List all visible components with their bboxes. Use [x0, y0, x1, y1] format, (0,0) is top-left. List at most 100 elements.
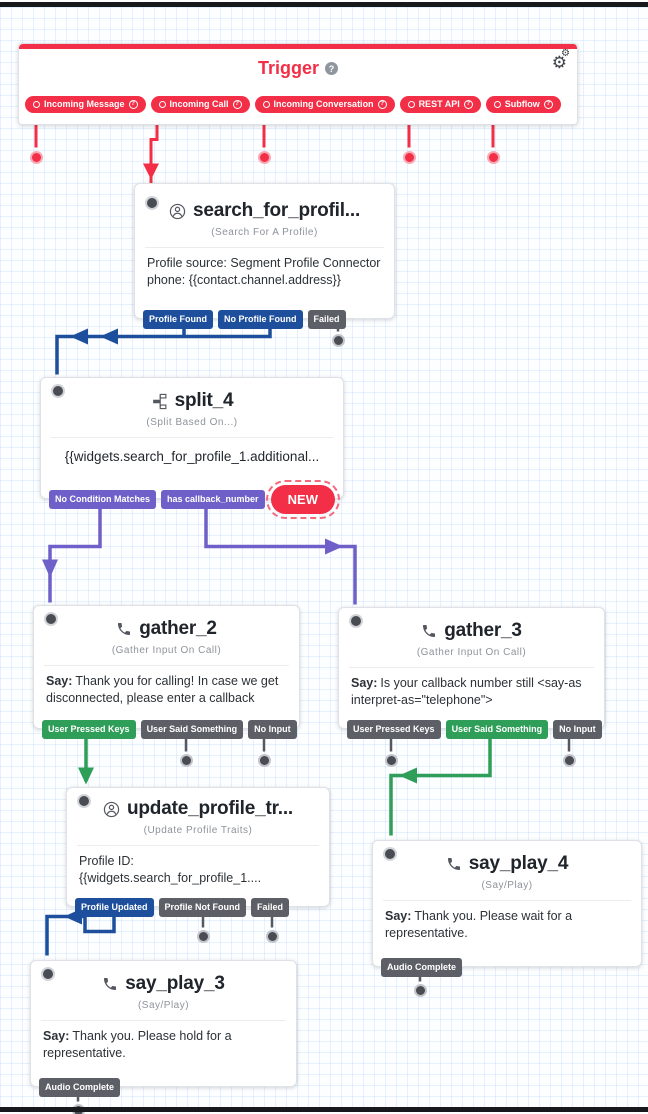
transition-no-condition-matches[interactable]: No Condition Matches — [49, 490, 156, 509]
trigger-pill-incoming-message[interactable]: Incoming Message? — [25, 96, 146, 113]
widget-type: (Search For A Profile) — [211, 227, 318, 238]
trigger-pill-subflow[interactable]: Subflow? — [485, 96, 561, 113]
port-update-not-found[interactable] — [197, 930, 210, 943]
port-rest-api[interactable] — [403, 151, 416, 164]
port-gather2-no-input[interactable] — [258, 754, 271, 767]
widget-say-play-4[interactable]: say_play_4 (Say/Play) Say:Thank you. Ple… — [372, 840, 642, 977]
widget-title: say_play_3 — [125, 973, 225, 994]
input-port[interactable] — [77, 794, 91, 808]
arrowhead-split-gather2 — [42, 559, 58, 578]
widget-say-play-3[interactable]: say_play_3 (Say/Play) Say:Thank you. Ple… — [30, 960, 297, 1097]
transition-profile-updated[interactable]: Profile Updated — [75, 898, 154, 917]
transition-profile-not-found[interactable]: Profile Not Found — [158, 898, 247, 917]
input-port[interactable] — [41, 967, 55, 981]
help-icon[interactable]: ? — [232, 100, 242, 109]
divider — [383, 900, 631, 901]
help-icon[interactable]: ? — [463, 100, 473, 109]
input-port[interactable] — [44, 612, 58, 626]
divider — [44, 665, 289, 666]
port-sayplay4-audio-complete[interactable] — [414, 984, 427, 997]
widget-type: (Gather Input On Call) — [416, 647, 527, 658]
port-update-failed[interactable] — [266, 930, 279, 943]
divider — [349, 667, 594, 668]
transition-profile-found[interactable]: Profile Found — [143, 310, 213, 329]
input-port[interactable] — [383, 847, 397, 861]
help-icon[interactable]: ? — [377, 100, 387, 109]
trigger-accent-bar — [19, 44, 577, 49]
say-prefix: Say: — [43, 1029, 70, 1043]
transition-has-callback-number[interactable]: has callback_number — [161, 490, 265, 509]
widget-type: (Gather Input On Call) — [111, 645, 222, 656]
trigger-pill-row: Incoming Message? Incoming Call? Incomin… — [25, 96, 561, 113]
port-search-failed[interactable] — [332, 334, 345, 347]
trigger-title: Trigger — [257, 58, 319, 78]
trigger-pill-rest-api[interactable]: REST API? — [399, 96, 481, 113]
widget-title: gather_3 — [444, 620, 522, 641]
say-prefix: Say: — [351, 676, 378, 690]
transition-user-pressed-keys[interactable]: User Pressed Keys — [347, 720, 441, 739]
transition-audio-complete[interactable]: Audio Complete — [381, 958, 462, 977]
help-icon[interactable]: ? — [543, 100, 553, 109]
port-incoming-message[interactable] — [30, 151, 43, 164]
flow-canvas[interactable]: Trigger ? ⚙ ⚙ Incoming Message? Incoming… — [0, 7, 648, 1114]
arrowhead-incoming-call — [143, 163, 159, 180]
connector-gather3-to-sayplay4[interactable] — [389, 736, 492, 836]
port-ring-icon — [158, 101, 166, 108]
widget-type: (Say/Play) — [137, 1000, 190, 1011]
transition-user-said-something[interactable]: User Said Something — [445, 720, 549, 739]
top-border-bar — [0, 2, 648, 7]
transition-user-said-something[interactable]: User Said Something — [140, 720, 244, 739]
divider — [51, 437, 333, 438]
transition-audio-complete[interactable]: Audio Complete — [39, 1078, 120, 1097]
widget-body: Say:Thank you for calling! In case we ge… — [46, 673, 287, 708]
widget-title: split_4 — [174, 390, 234, 411]
arrowhead-split-gather3 — [325, 538, 343, 555]
arrowhead-gather3-sayplay4 — [399, 767, 417, 784]
trigger-settings-button[interactable]: ⚙ ⚙ — [551, 49, 570, 72]
trigger-pill-incoming-call[interactable]: Incoming Call? — [150, 96, 250, 113]
phone-icon — [104, 978, 117, 990]
trigger-pill-label: Subflow — [504, 99, 540, 109]
widget-search-for-profile[interactable]: search_for_profil... (Search For A Profi… — [134, 183, 395, 329]
port-ring-icon — [33, 101, 40, 108]
widget-update-profile-traits[interactable]: update_profile_tr... (Update Profile Tra… — [66, 787, 330, 917]
port-incoming-conversation[interactable] — [258, 151, 271, 164]
input-port[interactable] — [145, 196, 159, 210]
widget-title: search_for_profil... — [192, 200, 361, 221]
port-gather2-said-something[interactable] — [180, 754, 193, 767]
help-icon[interactable]: ? — [128, 100, 138, 109]
port-gather3-no-input[interactable] — [563, 754, 576, 767]
widget-gather-2[interactable]: gather_2 (Gather Input On Call) Say:Than… — [33, 605, 300, 739]
connector-search-to-split[interactable] — [55, 321, 272, 375]
port-gather3-pressed-keys[interactable] — [385, 754, 398, 767]
transition-no-input[interactable]: No Input — [248, 720, 297, 739]
transition-user-pressed-keys[interactable]: User Pressed Keys — [42, 720, 136, 739]
gear-icon: ⚙ — [551, 53, 567, 72]
say-prefix: Say: — [385, 909, 412, 923]
transition-no-profile-found[interactable]: No Profile Found — [218, 310, 303, 329]
connector-split-to-gather3[interactable] — [204, 504, 357, 605]
phone-icon — [447, 858, 460, 870]
trigger-help-icon[interactable]: ? — [325, 62, 338, 75]
transition-no-input[interactable]: No Input — [553, 720, 602, 739]
connector-split-to-gather2[interactable] — [48, 504, 102, 603]
transition-failed[interactable]: Failed — [251, 898, 290, 917]
trigger-pill-incoming-conversation[interactable]: Incoming Conversation? — [254, 96, 395, 113]
body-line: Profile source: Segment Profile Connecto… — [147, 256, 381, 270]
connector-update-to-sayplay3[interactable] — [45, 912, 116, 956]
input-port[interactable] — [51, 384, 65, 398]
transition-failed[interactable]: Failed — [307, 310, 346, 329]
gear-small-icon: ⚙ — [561, 48, 570, 59]
widget-split-4[interactable]: split_4 (Split Based On...) {{widgets.se… — [40, 377, 344, 519]
person-icon — [103, 801, 120, 817]
widget-title: say_play_4 — [468, 853, 569, 874]
new-transition-badge[interactable]: NEW — [265, 480, 341, 519]
widget-body: Profile source: Segment Profile Connecto… — [147, 255, 382, 290]
trigger-pill-label: REST API — [418, 99, 460, 109]
trigger-widget[interactable]: Trigger ? ⚙ ⚙ Incoming Message? Incoming… — [18, 43, 578, 125]
widget-gather-3[interactable]: gather_3 (Gather Input On Call) Say:Is y… — [338, 607, 605, 739]
port-subflow[interactable] — [487, 151, 500, 164]
widget-body: Say:Thank you. Please wait for a represe… — [385, 908, 629, 943]
input-port[interactable] — [349, 614, 363, 628]
